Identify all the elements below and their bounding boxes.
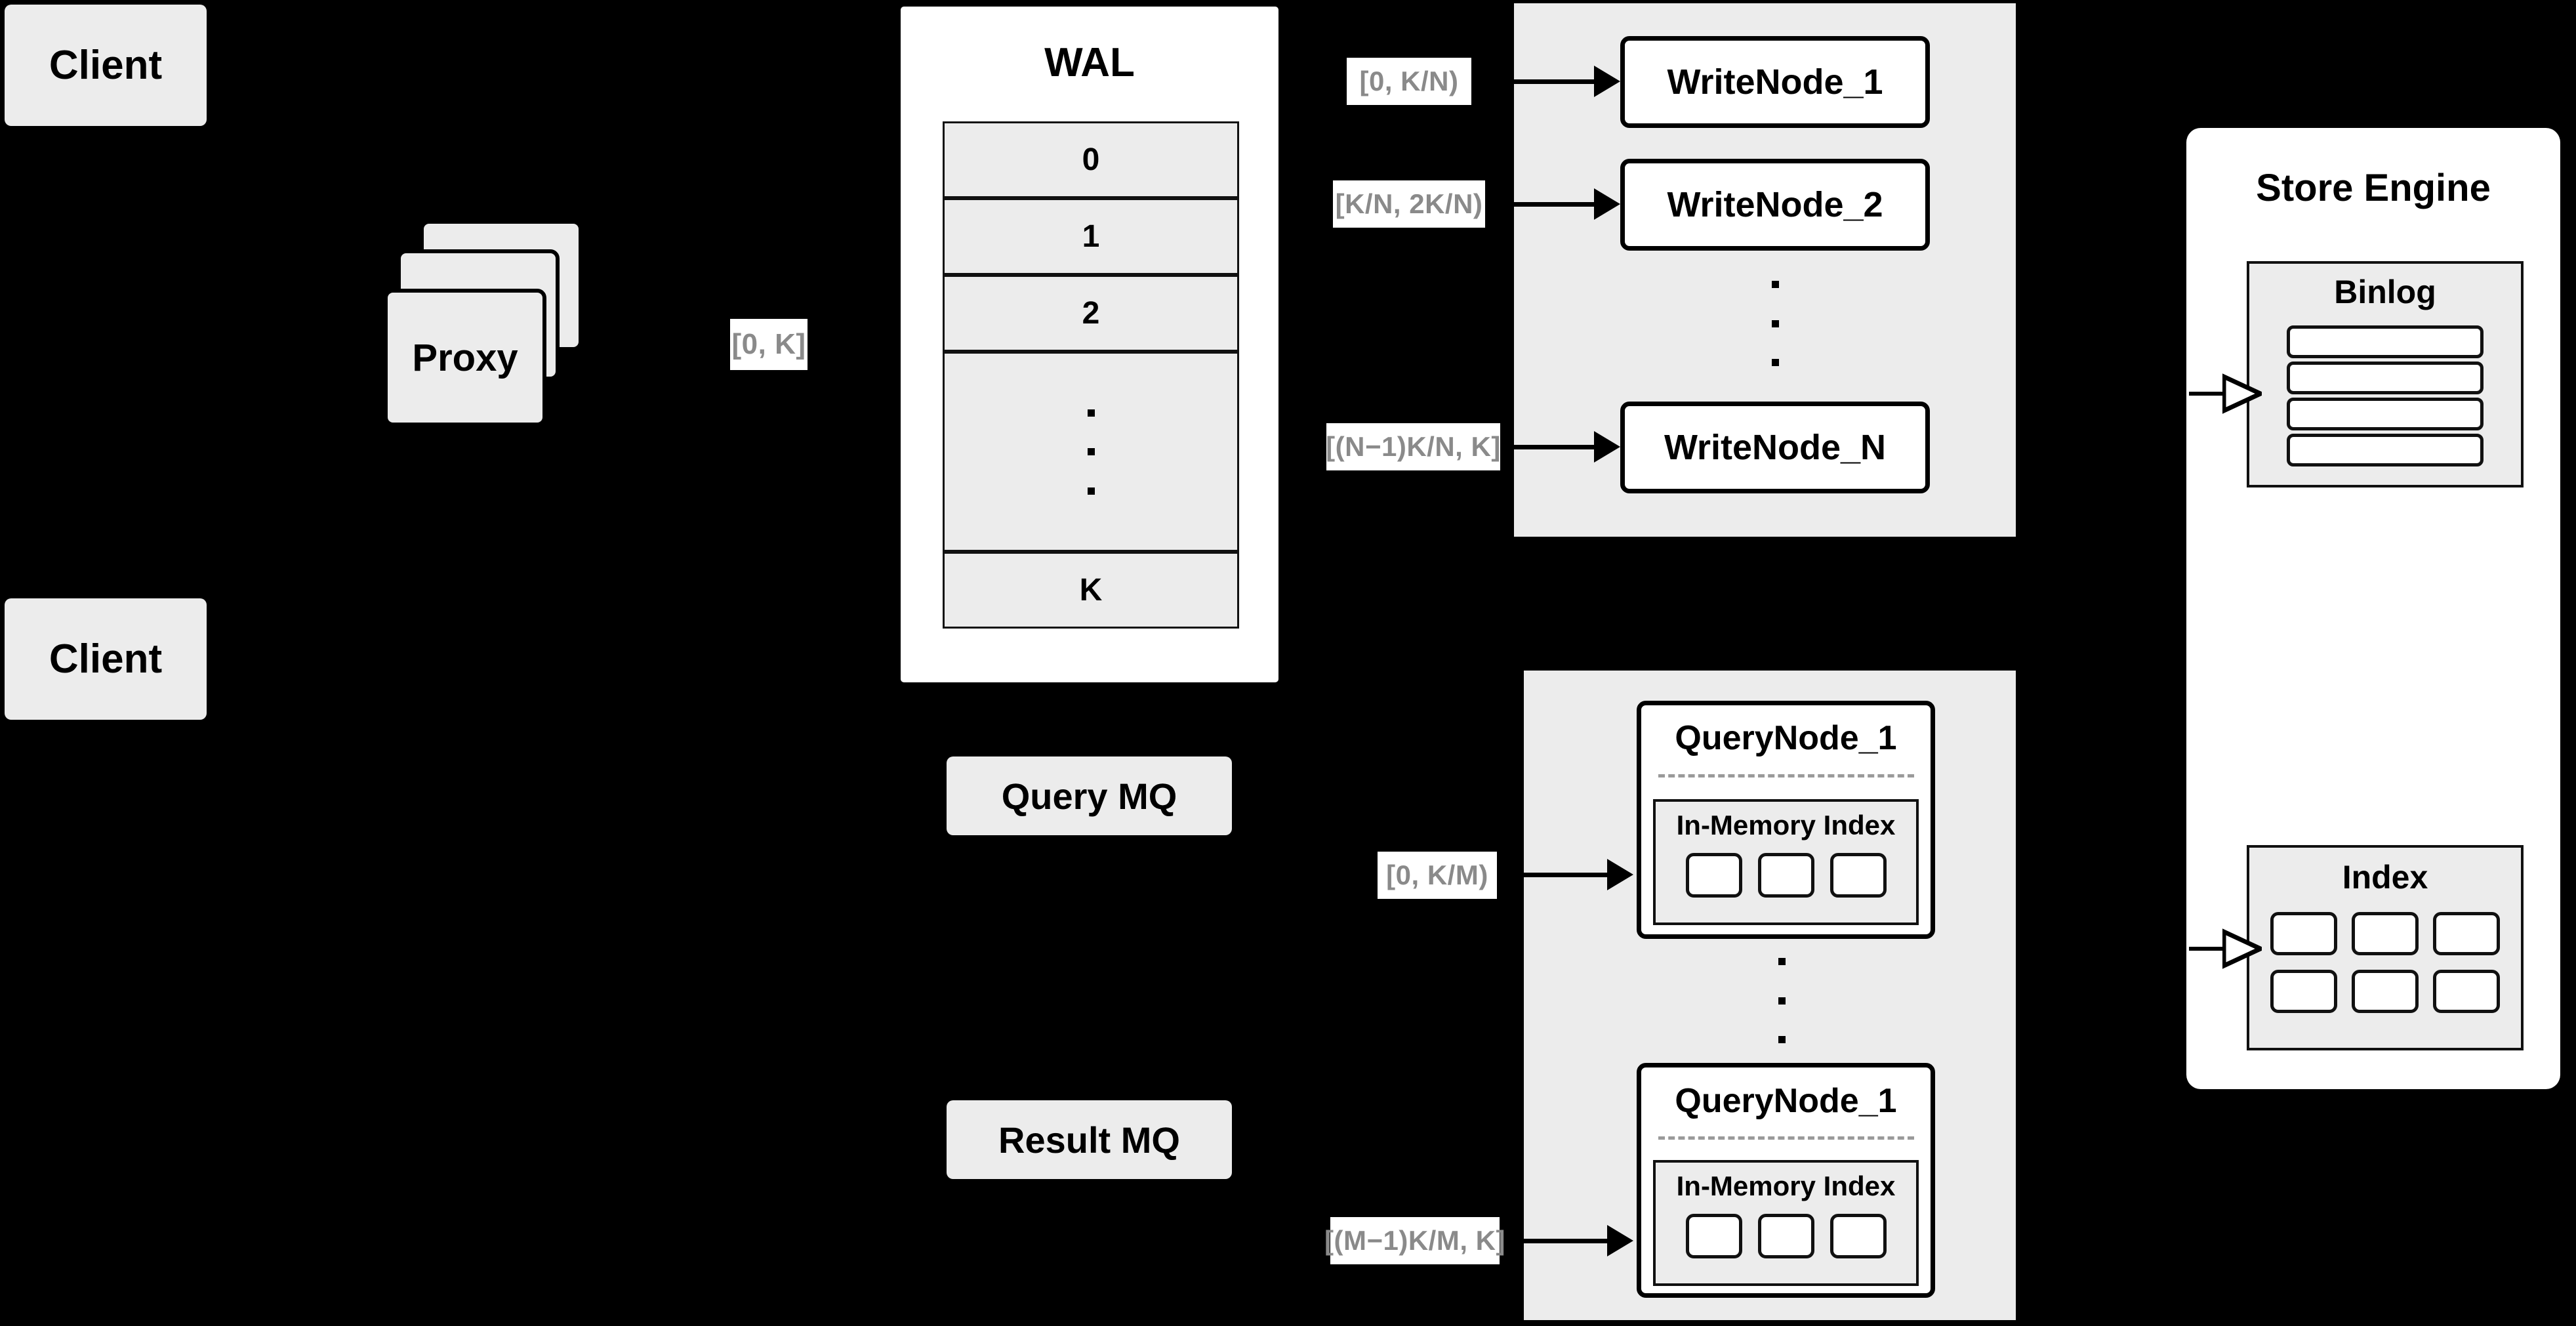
ellipsis-dot [1087, 487, 1095, 495]
arrow-line-querynode-m [1524, 1239, 1609, 1243]
client-box-1[interactable]: Client [5, 5, 207, 126]
query-node-1-index-panel: In-Memory Index [1653, 799, 1919, 925]
index-chip [2433, 912, 2500, 955]
wal-row-k: K [943, 552, 1239, 629]
wal-title: WAL [1044, 40, 1135, 85]
arrow-head-open-to-index [2222, 928, 2262, 969]
client-label-1: Client [49, 43, 163, 88]
index-chip [1757, 853, 1814, 898]
write-node-n-label: WriteNode_N [1664, 428, 1887, 467]
ellipsis-dot [1771, 281, 1779, 288]
index-chip [2270, 970, 2337, 1013]
arrow-head-writenode-n [1594, 431, 1620, 463]
query-node-1-divider [1658, 774, 1914, 777]
index-chip [2352, 970, 2419, 1013]
query-mq-box[interactable]: Query MQ [947, 756, 1232, 835]
query-mq-label: Query MQ [1001, 775, 1177, 817]
arrow-line-to-index [2189, 947, 2228, 951]
index-chip [2433, 970, 2500, 1013]
query-node-1-label: QueryNode_1 [1675, 719, 1897, 757]
wal-row-2: 2 [943, 275, 1239, 352]
result-mq-label: Result MQ [998, 1119, 1180, 1161]
query-node-m-label: QueryNode_1 [1675, 1082, 1897, 1120]
ellipsis-dot [1778, 1036, 1786, 1043]
index-title: Index [2342, 859, 2428, 896]
binlog-row [2287, 398, 2484, 430]
arrow-head-querynode-1 [1607, 859, 1633, 890]
arrow-head-writenode-2 [1594, 188, 1620, 220]
wal-row-1: 1 [943, 198, 1239, 275]
query-cluster-ellipsis [1778, 958, 1786, 1043]
index-chip [1685, 1214, 1742, 1258]
ellipsis-dot [1778, 997, 1786, 1005]
write-node-n[interactable]: WriteNode_N [1620, 402, 1930, 493]
edge-label-mq-to-querynode-1: [0, K/M) [1378, 852, 1497, 899]
client-label-2: Client [49, 636, 163, 682]
edge-label-wal-to-writenode-n: [(N−1)K/N, K] [1326, 423, 1500, 470]
proxy-box[interactable]: Proxy [384, 289, 546, 426]
index-chip [1830, 1214, 1887, 1258]
ellipsis-dot [1087, 409, 1095, 417]
binlog-row [2287, 325, 2484, 358]
index-chip [2352, 912, 2419, 955]
index-chip [1685, 853, 1742, 898]
query-node-m-index-label: In-Memory Index [1676, 1171, 1896, 1201]
query-node-1-index-label: In-Memory Index [1676, 810, 1896, 840]
ellipsis-dot [1771, 359, 1779, 366]
arrow-head-querynode-m [1607, 1225, 1633, 1256]
wal-row-0: 0 [943, 121, 1239, 198]
edge-label-proxy-to-wal-text: [0, K] [731, 328, 806, 360]
wal-ellipsis-dots [1087, 409, 1095, 495]
binlog-row [2287, 362, 2484, 394]
wal-row-ellipsis [943, 352, 1239, 552]
write-node-1[interactable]: WriteNode_1 [1620, 36, 1930, 128]
write-node-2[interactable]: WriteNode_2 [1620, 159, 1930, 251]
edge-label-mq-to-querynode-m: [(M−1)K/M, K] [1324, 1217, 1505, 1264]
binlog-row [2287, 434, 2484, 466]
proxy-label: Proxy [412, 336, 518, 379]
arrow-line-writenode-1 [1514, 79, 1596, 84]
edge-label-wal-to-writenode-1: [0, K/N) [1347, 58, 1471, 105]
index-chip [1757, 1214, 1814, 1258]
query-node-m-index-panel: In-Memory Index [1653, 1160, 1919, 1286]
write-cluster-ellipsis [1771, 281, 1779, 366]
index-chip [1830, 853, 1887, 898]
index-panel: Index [2247, 845, 2524, 1050]
binlog-title: Binlog [2334, 274, 2436, 310]
arrow-line-writenode-n [1514, 445, 1596, 449]
arrow-line-writenode-2 [1514, 202, 1596, 207]
edge-label-proxy-to-wal: [0, K] [730, 319, 808, 370]
ellipsis-dot [1778, 958, 1786, 965]
index-chip [2270, 912, 2337, 955]
edge-label-wal-to-writenode-2: [K/N, 2K/N) [1333, 180, 1485, 228]
binlog-panel: Binlog [2247, 261, 2524, 487]
arrow-line-to-binlog [2189, 392, 2228, 396]
store-engine-title: Store Engine [2256, 167, 2491, 209]
write-node-1-label: WriteNode_1 [1667, 62, 1883, 102]
ellipsis-dot [1771, 320, 1779, 327]
arrow-head-open-to-binlog [2222, 373, 2262, 414]
arrow-line-querynode-1 [1524, 873, 1609, 877]
client-box-2[interactable]: Client [5, 598, 207, 720]
result-mq-box[interactable]: Result MQ [947, 1100, 1232, 1179]
arrow-head-writenode-1 [1594, 66, 1620, 97]
query-node-m-divider [1658, 1136, 1914, 1140]
write-node-2-label: WriteNode_2 [1667, 185, 1883, 224]
ellipsis-dot [1087, 448, 1095, 455]
